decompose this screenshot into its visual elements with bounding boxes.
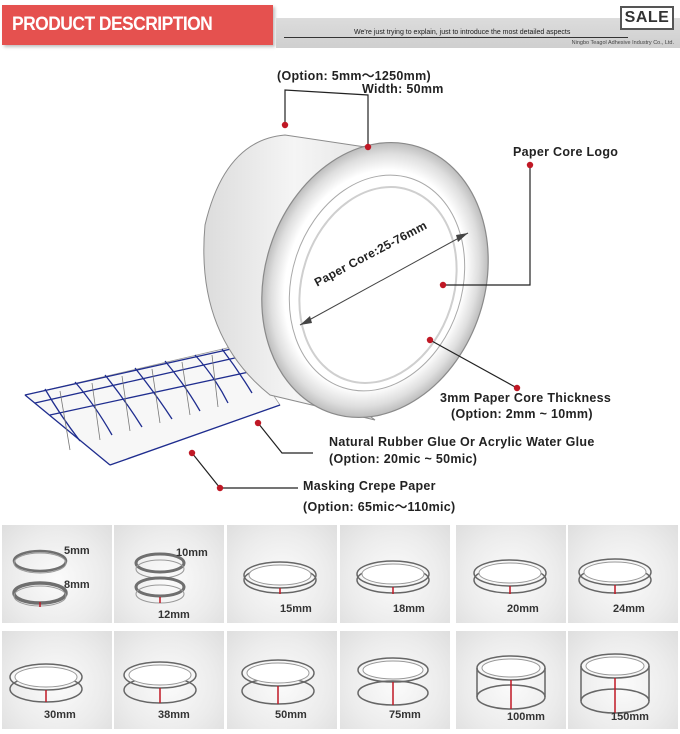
size-card-10-12mm: 10mm 12mm [114, 525, 224, 623]
size-card-18mm: 18mm [340, 525, 450, 623]
width-option-label: (Option: 5mm～1250mm) [277, 69, 431, 83]
company-name: Ningbo Teagol Adhesive Industry Co., Ltd… [571, 40, 674, 46]
size-label-20mm: 20mm [507, 603, 539, 615]
paper-core-logo-label: Paper Core Logo [513, 145, 619, 159]
tagline-rule [284, 37, 628, 38]
size-card-5-8mm: 5mm 8mm [2, 525, 112, 623]
size-card-38mm: 38mm [114, 631, 224, 729]
size-label-50mm: 50mm [275, 709, 307, 721]
size-grid: 5mm 8mm 10mm 12mm 15mm 18mm [0, 521, 680, 734]
roll-image [241, 659, 315, 705]
paper-label: Masking Crepe Paper [303, 479, 436, 493]
unrolled-tape-strip [24, 344, 281, 466]
core-dimension-line [299, 232, 469, 326]
label-markers [188, 121, 534, 492]
tape-roll [203, 134, 489, 421]
sale-badge-text: SALE [624, 9, 670, 26]
sale-badge: SALE [620, 6, 674, 30]
size-card-150mm: 150mm [568, 631, 678, 729]
tape-diagram: (Option: 5mm～1250mm) Width: 50mm Paper C… [0, 55, 680, 515]
banner-title: PRODUCT DESCRIPTION [12, 14, 213, 35]
roll-image [473, 559, 547, 594]
leader-lines [191, 89, 531, 489]
glue-option-label: (Option: 20mic ~ 50mic) [329, 452, 478, 466]
header-banner: PRODUCT DESCRIPTION [2, 5, 273, 45]
size-label-100mm: 100mm [507, 711, 545, 723]
size-label-12mm: 12mm [158, 609, 190, 621]
size-card-15mm: 15mm [227, 525, 337, 623]
size-label-5mm: 5mm [64, 545, 90, 557]
size-card-30mm: 30mm [2, 631, 112, 729]
roll-image [357, 657, 429, 706]
size-card-50mm: 50mm [227, 631, 337, 729]
size-card-20mm: 20mm [456, 525, 566, 623]
size-label-18mm: 18mm [393, 603, 425, 615]
size-label-75mm: 75mm [389, 709, 421, 721]
size-card-24mm: 24mm [568, 525, 678, 623]
glue-label: Natural Rubber Glue Or Acrylic Water Glu… [329, 435, 595, 449]
thin-rolls-image [134, 552, 186, 604]
roll-image [356, 560, 430, 594]
size-card-75mm: 75mm [340, 631, 450, 729]
size-label-10mm: 10mm [176, 547, 208, 559]
core-thickness-label: 3mm Paper Core Thickness [440, 391, 612, 405]
roll-image [580, 653, 650, 714]
size-card-100mm: 100mm [456, 631, 566, 729]
tape-roll-illustration [24, 89, 534, 492]
size-label-15mm: 15mm [280, 603, 312, 615]
size-label-30mm: 30mm [44, 709, 76, 721]
size-label-8mm: 8mm [64, 579, 90, 591]
header-tagline: We're just trying to explain, just to in… [352, 29, 573, 36]
width-value-label: Width: 50mm [362, 82, 444, 96]
size-label-24mm: 24mm [613, 603, 645, 615]
size-label-38mm: 38mm [158, 709, 190, 721]
roll-image [123, 661, 197, 704]
size-label-150mm: 150mm [611, 711, 649, 723]
roll-image [243, 561, 317, 594]
core-thickness-option-label: (Option: 2mm ~ 10mm) [451, 407, 593, 421]
paper-option-label: (Option: 65mic～110mic) [303, 500, 456, 514]
roll-image [476, 655, 546, 710]
thin-rolls-image [12, 549, 68, 607]
roll-image [578, 558, 652, 594]
roll-image [9, 663, 83, 703]
